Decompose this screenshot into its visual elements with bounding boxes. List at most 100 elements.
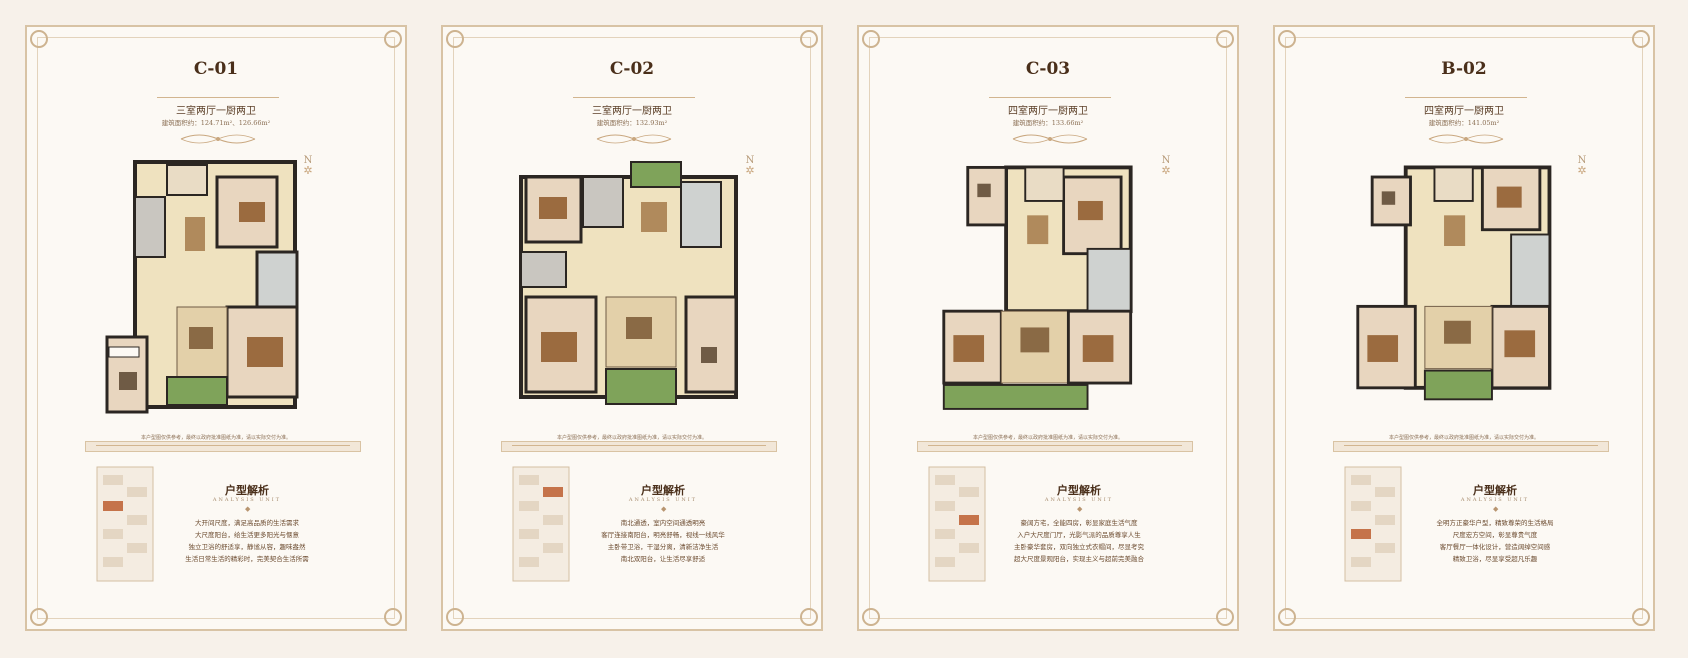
corner-ornament (862, 608, 880, 626)
floor-area: 建筑面积约：124.71m²、126.66m² (161, 119, 271, 127)
description-line: 独立卫浴的舒适享，静谧从容，趣味盎然 (188, 543, 306, 551)
north-compass-icon: N ✲ (1159, 155, 1173, 176)
ornament-dot-icon: ◆ (1077, 505, 1083, 513)
description-line: 客厅连接南阳台，明亮舒畅，视线一线风华 (601, 531, 725, 539)
disclaimer-note: 本户型图仅供参考，最终以政府批准图纸为准，请以实际交付为准。 (140, 435, 291, 441)
swirl-ornament-icon (1012, 134, 1088, 144)
analysis-description: 南北通透，室内空间通透明亮 客厅连接南阳台，明亮舒畅，视线一线风华 主卧带卫浴，… (583, 517, 743, 565)
compass-rose-icon: ✲ (745, 164, 755, 177)
description-line: 南北双阳台，让生活尽享舒适 (620, 555, 706, 563)
corner-ornament (1632, 608, 1650, 626)
floorplan-card-c01: C-01 三室两厅一厨两卫 建筑面积约：124.71m²、126.66m² N … (25, 25, 407, 631)
unit-code: B-02 (1441, 59, 1487, 79)
corner-ornament (862, 30, 880, 48)
corner-ornament (800, 30, 818, 48)
north-label: N (303, 155, 313, 166)
description-line: 尺度宏方空间，彰显尊贵气度 (1452, 531, 1538, 539)
floorplan-card-c02: C-02 三室两厅一厨两卫 建筑面积约：132.93m² N ✲ 本户型图仅供参… (441, 25, 823, 631)
analysis-subheading: ANALYSIS UNIT (1460, 497, 1530, 503)
analysis-heading: 户型解析 (1057, 484, 1101, 497)
north-label: N (1161, 155, 1171, 166)
description-line: 大尺度阳台，给生活更多阳光与惬意 (195, 531, 299, 539)
corner-ornament (1278, 30, 1296, 48)
corner-ornament (800, 608, 818, 626)
floor-area: 建筑面积约：141.05m² (1428, 119, 1500, 127)
site-plan-thumbnail (928, 466, 986, 582)
compass-rose-icon: ✲ (1577, 164, 1587, 177)
floor-area: 建筑面积约：133.66m² (1012, 119, 1084, 127)
swirl-ornament-icon (596, 134, 672, 144)
room-layout: 三室两厅一厨两卫 (176, 106, 256, 117)
description-line: 全明方正豪华户型，精致尊荣的生活格局 (1436, 519, 1554, 527)
divider-bar (85, 441, 361, 452)
description-line: 精致卫浴，尽显享受超凡乐趣 (1452, 555, 1538, 563)
north-label: N (745, 155, 755, 166)
divider (157, 97, 279, 98)
description-line: 南北通透，室内空间通透明亮 (620, 519, 706, 527)
analysis-heading: 户型解析 (641, 484, 685, 497)
corner-ornament (30, 30, 48, 48)
room-layout: 四室两厅一厨两卫 (1424, 106, 1504, 117)
analysis-description: 大开间尺度，满足高品质的生活需求 大尺度阳台，给生活更多阳光与惬意 独立卫浴的舒… (167, 517, 327, 565)
divider (989, 97, 1111, 98)
divider-bar (917, 441, 1193, 452)
north-compass-icon: N ✲ (301, 155, 315, 176)
floor-area: 建筑面积约：132.93m² (596, 119, 668, 127)
disclaimer-note: 本户型图仅供参考，最终以政府批准图纸为准，请以实际交付为准。 (556, 435, 707, 441)
floor-plan-drawing (1356, 165, 1552, 401)
analysis-description: 全明方正豪华户型，精致尊荣的生活格局 尺度宏方空间，彰显尊贵气度 客厅餐厅一体化… (1415, 517, 1575, 565)
site-plan-thumbnail (1344, 466, 1402, 582)
description-line: 主卧豪华套房，双向独立式衣帽间，尽显考究 (1014, 543, 1144, 551)
description-line: 入户大尺度门厅，光影气派的品质尊享人生 (1017, 531, 1141, 539)
compass-rose-icon: ✲ (303, 164, 313, 177)
site-plan-thumbnail (512, 466, 570, 582)
description-line: 豪阔方宅，全能四房，彰显家庭生活气度 (1020, 519, 1138, 527)
unit-code: C-03 (1025, 59, 1071, 79)
corner-ornament (1632, 30, 1650, 48)
corner-ornament (30, 608, 48, 626)
unit-code: C-02 (609, 59, 655, 79)
corner-ornament (446, 30, 464, 48)
compass-rose-icon: ✲ (1161, 164, 1171, 177)
floor-plan-drawing (942, 165, 1133, 410)
floorplan-card-c03: C-03 四室两厅一厨两卫 建筑面积约：133.66m² N ✲ 本户型图仅供参… (857, 25, 1239, 631)
divider-bar (1333, 441, 1609, 452)
floor-plan-drawing (519, 161, 738, 405)
north-label: N (1577, 155, 1587, 166)
corner-ornament (384, 608, 402, 626)
description-line: 生活日常生活的精彩时，完美契合生活所需 (185, 555, 309, 563)
room-layout: 三室两厅一厨两卫 (592, 106, 672, 117)
description-line: 客厅餐厅一体化设计，营造阔绰空间感 (1439, 543, 1551, 551)
ornament-dot-icon: ◆ (1493, 505, 1499, 513)
room-layout: 四室两厅一厨两卫 (1008, 106, 1088, 117)
site-plan-thumbnail (96, 466, 154, 582)
analysis-subheading: ANALYSIS UNIT (628, 497, 698, 503)
corner-ornament (384, 30, 402, 48)
corner-ornament (1278, 608, 1296, 626)
divider (573, 97, 695, 98)
analysis-subheading: ANALYSIS UNIT (212, 497, 282, 503)
north-compass-icon: N ✲ (743, 155, 757, 176)
corner-ornament (446, 608, 464, 626)
description-line: 大开间尺度，满足高品质的生活需求 (195, 519, 299, 527)
disclaimer-note: 本户型图仅供参考，最终以政府批准图纸为准，请以实际交付为准。 (1388, 435, 1539, 441)
analysis-description: 豪阔方宅，全能四房，彰显家庭生活气度 入户大尺度门厅，光影气派的品质尊享人生 主… (999, 517, 1159, 565)
analysis-heading: 户型解析 (225, 484, 269, 497)
floorplan-card-b02: B-02 四室两厅一厨两卫 建筑面积约：141.05m² N ✲ 本户型图仅供参… (1273, 25, 1655, 631)
north-compass-icon: N ✲ (1575, 155, 1589, 176)
divider (1405, 97, 1527, 98)
ornament-dot-icon: ◆ (661, 505, 667, 513)
ornament-dot-icon: ◆ (245, 505, 251, 513)
floor-plan-drawing (105, 160, 299, 414)
disclaimer-note: 本户型图仅供参考，最终以政府批准图纸为准，请以实际交付为准。 (972, 435, 1123, 441)
analysis-heading: 户型解析 (1473, 484, 1517, 497)
unit-code: C-01 (193, 59, 239, 79)
swirl-ornament-icon (1428, 134, 1504, 144)
description-line: 主卧带卫浴，干湿分离，清新洁净生活 (607, 543, 719, 551)
corner-ornament (1216, 608, 1234, 626)
divider-bar (501, 441, 777, 452)
corner-ornament (1216, 30, 1234, 48)
description-line: 超大尺度景观阳台，实现主义与超前完美融合 (1014, 555, 1144, 563)
swirl-ornament-icon (180, 134, 256, 144)
analysis-subheading: ANALYSIS UNIT (1044, 497, 1114, 503)
